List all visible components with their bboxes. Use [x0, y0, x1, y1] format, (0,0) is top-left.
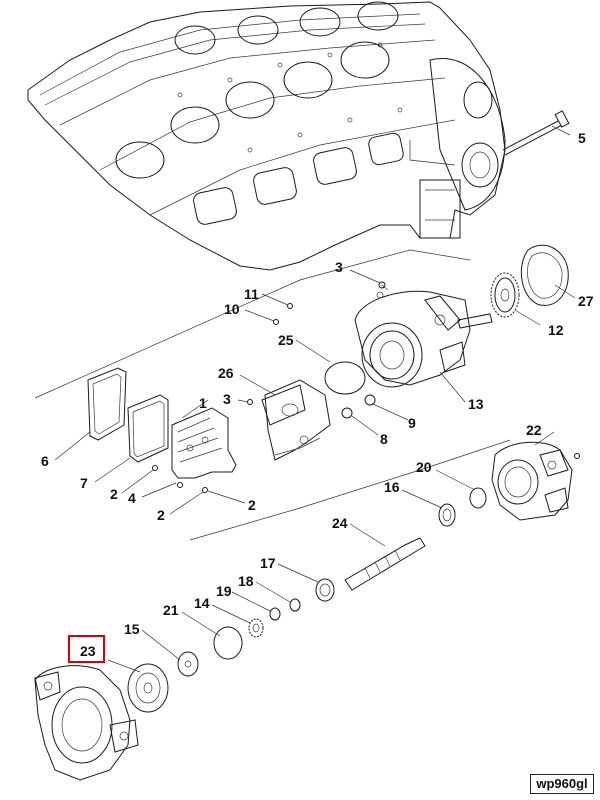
highlight-box-23 — [68, 635, 105, 663]
callout-2b: 2 — [157, 507, 165, 523]
gasket-part-27 — [520, 244, 569, 306]
ring-part-18 — [289, 598, 301, 612]
callout-17: 17 — [260, 555, 276, 571]
shaft-part-24 — [344, 537, 426, 591]
turbo-housing-part-13 — [354, 290, 493, 388]
callout-26: 26 — [218, 365, 234, 381]
disk-part — [177, 651, 199, 677]
diagram-reference-code: wp960gl — [530, 774, 594, 794]
bolt-part-3-top — [378, 281, 389, 291]
callout-4: 4 — [128, 490, 136, 506]
callout-2c: 2 — [248, 497, 256, 513]
nut-part-19 — [269, 607, 281, 621]
engine-block — [27, 1, 506, 271]
callout-21: 21 — [163, 602, 179, 618]
bolt-part-22 — [574, 453, 580, 459]
gear-part-12 — [490, 272, 520, 318]
gasket-part-6 — [87, 367, 127, 441]
ring-part-20 — [469, 487, 487, 509]
callout-10: 10 — [224, 301, 240, 317]
callout-3: 3 — [335, 259, 343, 275]
bearing-part-17 — [315, 578, 335, 602]
callout-8: 8 — [380, 431, 388, 447]
adapter-part-26 — [261, 379, 331, 461]
callout-20: 20 — [416, 459, 432, 475]
callout-labels: 5 3 27 11 10 25 12 26 1 3 9 13 8 6 22 7 … — [41, 130, 594, 659]
callout-27: 27 — [578, 293, 594, 309]
cover-plate-part-7 — [127, 394, 169, 463]
callout-7: 7 — [80, 475, 88, 491]
callout-3b: 3 — [223, 391, 231, 407]
callout-2: 2 — [110, 486, 118, 502]
compressor-housing-part-22 — [491, 441, 573, 521]
impeller-part-15 — [127, 663, 169, 713]
bolt-part-5 — [502, 110, 570, 156]
callout-9: 9 — [408, 415, 416, 431]
gear-part-14 — [248, 618, 264, 638]
ring-part-8 — [341, 407, 353, 419]
bolt-part-11 — [287, 303, 293, 309]
callout-18: 18 — [238, 573, 254, 589]
oring-part-21 — [213, 626, 243, 660]
oring-part-25 — [324, 361, 366, 395]
bearing-part-16 — [438, 503, 456, 527]
bolt-part-3-mid — [247, 399, 253, 405]
ring-part-9 — [364, 394, 376, 406]
callout-23: 23 — [80, 643, 96, 659]
callout-14: 14 — [194, 595, 210, 611]
callout-12: 12 — [548, 322, 564, 338]
housing-part-23 — [34, 665, 139, 781]
leader-lines — [54, 125, 576, 673]
bolt-part-2 — [152, 465, 208, 493]
callout-15: 15 — [124, 621, 140, 637]
manifold-part-1 — [171, 407, 237, 479]
callout-13: 13 — [468, 396, 484, 412]
callout-5: 5 — [578, 130, 586, 146]
assembly-guide-lines — [34, 140, 511, 541]
callout-1: 1 — [199, 395, 207, 411]
callout-16: 16 — [384, 479, 400, 495]
callout-22: 22 — [526, 422, 542, 438]
callout-24: 24 — [332, 515, 348, 531]
bolt-part-10 — [273, 319, 279, 325]
callout-11: 11 — [244, 286, 259, 302]
callout-25: 25 — [278, 332, 294, 348]
callout-19: 19 — [216, 583, 232, 599]
callout-6: 6 — [41, 453, 49, 469]
